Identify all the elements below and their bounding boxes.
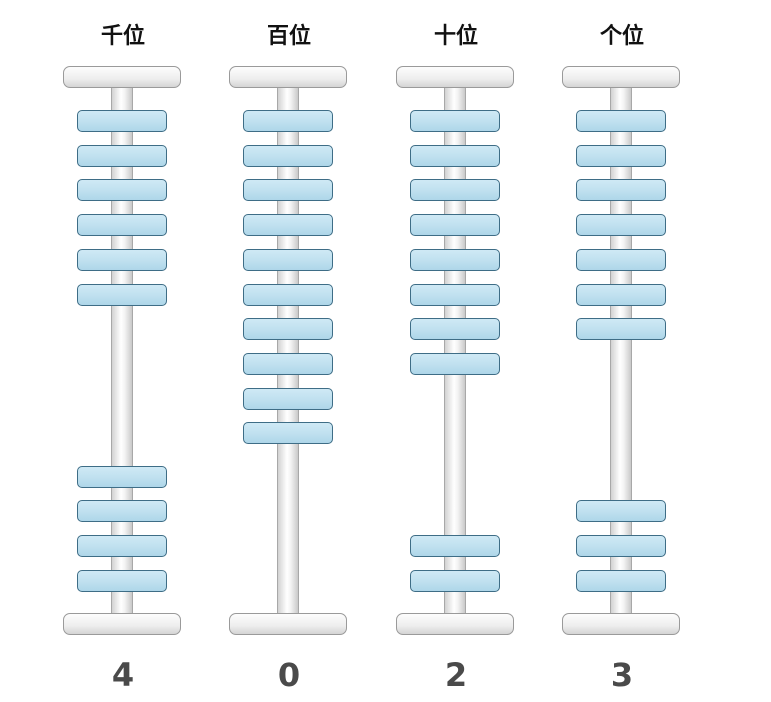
bead-upper [243,284,333,306]
bead-upper [576,145,666,167]
bead-counted [77,535,167,557]
bead-upper [410,353,500,375]
bead-counted [576,570,666,592]
bead-upper [576,249,666,271]
rod-bottom-cap [229,613,347,635]
rod-top-cap [229,66,347,88]
bead-upper [243,214,333,236]
bead-upper [77,214,167,236]
bead-counted [77,570,167,592]
rod-group-ones: 个位 3 [561,0,683,702]
bead-upper [410,249,500,271]
bead-upper [243,179,333,201]
rod-bottom-cap [63,613,181,635]
bead-counted [410,535,500,557]
bead-upper [243,110,333,132]
digit-tens: 2 [444,656,468,694]
bead-upper [576,318,666,340]
bead-upper [410,145,500,167]
digit-ones: 3 [610,656,634,694]
bead-upper [243,145,333,167]
bead-counted [410,570,500,592]
bead-upper [410,214,500,236]
rod-top-cap [63,66,181,88]
rod-top-cap [396,66,514,88]
bead-upper [243,388,333,410]
bead-upper [410,284,500,306]
bead-counted [576,535,666,557]
bead-counted [77,500,167,522]
bead-upper [77,284,167,306]
bead-upper [576,179,666,201]
place-label-hundreds: 百位 [266,24,311,49]
bead-upper [77,249,167,271]
bead-upper [410,110,500,132]
bead-upper [77,179,167,201]
bead-counted [77,466,167,488]
bead-upper [576,284,666,306]
rod-group-tens: 十位 2 [395,0,517,702]
bead-upper [243,422,333,444]
place-label-thousands: 千位 [100,24,145,49]
bead-upper [77,145,167,167]
bead-upper [576,110,666,132]
rod-bottom-cap [396,613,514,635]
bead-upper [243,318,333,340]
bead-upper [410,318,500,340]
rod-group-hundreds: 百位 0 [228,0,350,702]
digit-thousands: 4 [111,656,135,694]
bead-upper [243,353,333,375]
bead-counted [576,500,666,522]
bead-upper [243,249,333,271]
bead-upper [77,110,167,132]
rod-bottom-cap [562,613,680,635]
rod-top-cap [562,66,680,88]
bead-upper [410,179,500,201]
rod-group-thousands: 千位 4 [62,0,184,702]
digit-hundreds: 0 [277,656,301,694]
place-label-ones: 个位 [599,24,644,49]
place-label-tens: 十位 [433,24,478,49]
bead-upper [576,214,666,236]
